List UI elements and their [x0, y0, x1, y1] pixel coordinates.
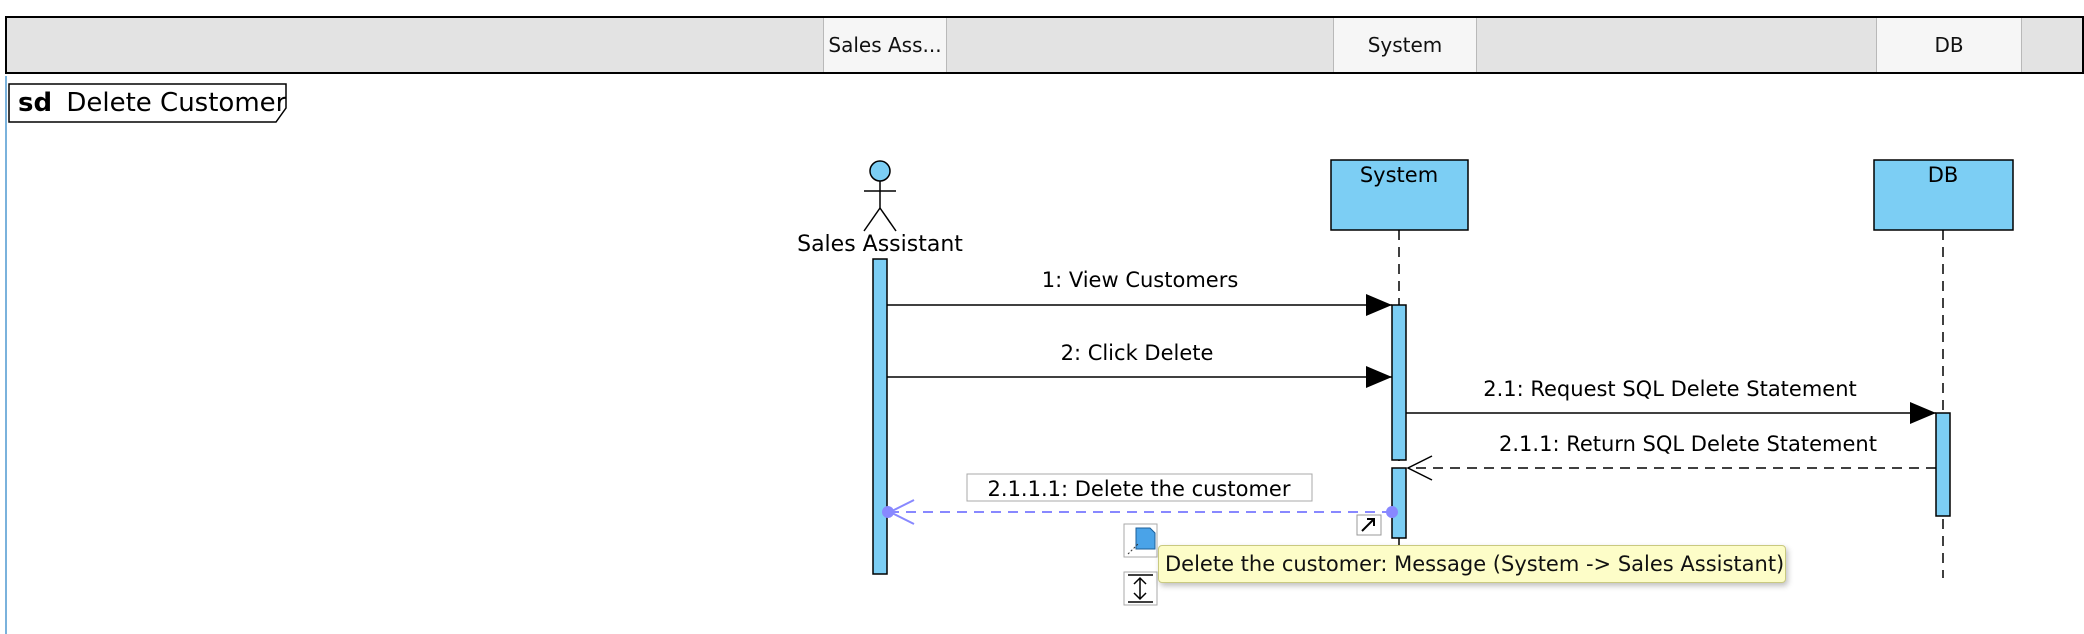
message-1-label[interactable]: 1: View Customers	[1042, 268, 1239, 292]
actor-activation-bar[interactable]	[872, 258, 888, 575]
frame-title: Delete Customer	[66, 88, 286, 118]
actor-sales-assistant[interactable]	[863, 160, 897, 232]
db-activation-bar[interactable]	[1935, 412, 1951, 517]
header-cell-sales-assistant[interactable]: Sales Ass...	[823, 18, 947, 72]
resize-vertical-icon[interactable]	[1123, 571, 1158, 606]
system-activation-bar-2[interactable]	[1391, 467, 1407, 539]
header-cell-system[interactable]: System	[1333, 18, 1477, 72]
message-2-1-1-1-label[interactable]: 2.1.1.1: Delete the customer	[988, 477, 1291, 501]
lifeline-head-system[interactable]	[1330, 159, 1469, 231]
note-icon[interactable]	[1123, 523, 1158, 558]
selection-handle-end[interactable]	[1386, 506, 1398, 518]
shortcut-arrow-icon[interactable]	[1356, 514, 1382, 536]
system-activation-bar-1[interactable]	[1391, 304, 1407, 461]
message-2-1-1-label[interactable]: 2.1.1: Return SQL Delete Statement	[1499, 432, 1877, 456]
header-cell-db[interactable]: DB	[1876, 18, 2022, 72]
message-2-1-1-arrowhead	[1406, 455, 1433, 481]
frame-tab[interactable]: sd Delete Customer	[8, 83, 287, 123]
message-2-label[interactable]: 2: Click Delete	[1061, 341, 1214, 365]
frame-keyword: sd	[18, 88, 52, 118]
actor-label: Sales Assistant	[797, 232, 963, 257]
lifeline-db-label: DB	[1928, 163, 1959, 187]
selection-handle-start[interactable]	[882, 506, 894, 518]
lifeline-head-db[interactable]	[1873, 159, 2014, 231]
lifeline-system-label: System	[1360, 163, 1438, 187]
lifeline-header-bar: Sales Ass... System DB	[5, 16, 2084, 74]
message-2-1-1-1-label-box[interactable]	[966, 473, 1313, 502]
canvas-left-border	[5, 76, 7, 634]
message-tooltip: Delete the customer: Message (System -> …	[1158, 545, 1786, 583]
svg-text:sd Delete Customer: sd Delete Customer	[18, 88, 287, 118]
message-2-1-label[interactable]: 2.1: Request SQL Delete Statement	[1483, 377, 1857, 401]
